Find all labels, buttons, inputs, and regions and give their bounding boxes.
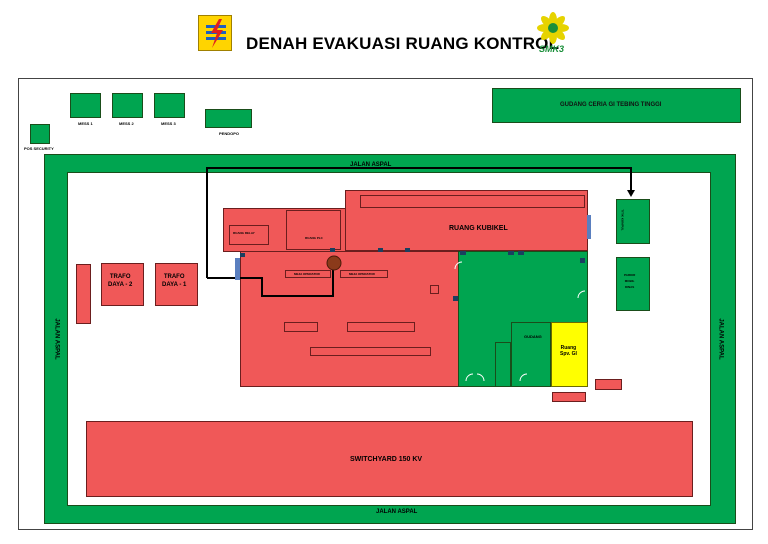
small-cabinet	[430, 285, 439, 294]
small-red-box-2	[552, 392, 586, 402]
trafo-daya-2	[101, 263, 144, 306]
switchyard	[86, 421, 693, 497]
operator-desk-1	[285, 270, 331, 278]
pos-security-label: POS SECURITY	[24, 146, 54, 151]
plc-room	[286, 210, 341, 250]
operator-desk-2	[340, 270, 388, 278]
pendopo-label: PENDOPO	[219, 131, 240, 136]
mess-3	[154, 93, 185, 118]
site-frame	[18, 78, 753, 530]
trafo-bar	[76, 264, 91, 324]
page-title: DENAH EVAKUASI RUANG KONTROL	[246, 34, 560, 53]
desk-row-2	[347, 322, 415, 332]
relay-room	[229, 225, 269, 245]
pos-security	[30, 124, 50, 144]
parkir	[616, 257, 650, 311]
ruang-kubikel-label: RUANG KUBIKEL	[449, 225, 508, 232]
ruang-spv-gi	[551, 322, 588, 387]
gudang-ceria	[492, 88, 741, 123]
pln-logo-icon	[206, 19, 226, 48]
smk3-logo-text: SMK3	[539, 44, 565, 54]
mess-2-label: MESS 2	[119, 121, 134, 126]
mess-1-label: MESS 1	[78, 121, 93, 126]
gudang-ceria-label: GUDANG CERIA GI TEBING TINGGI	[560, 102, 662, 108]
gudang-label: GUDANG	[524, 334, 542, 339]
mess-3-label: MESS 3	[161, 121, 176, 126]
green-partition-1	[511, 322, 551, 387]
trafo-daya-1	[155, 263, 198, 306]
switchyard-label: SWITCHYARD 150 KV	[350, 456, 423, 463]
road-label-top: JALAN ASPAL	[350, 162, 392, 168]
desk-row-3	[310, 347, 431, 356]
operator-desk-2-label: MEJA OPERATOR	[349, 272, 375, 276]
mess-1	[70, 93, 101, 118]
titik-kumpul	[616, 199, 650, 244]
small-red-box-1	[595, 379, 622, 390]
mess-2	[112, 93, 143, 118]
flower-icon	[537, 12, 569, 44]
operator-desk-1-label: MEJA OPERATOR	[294, 272, 320, 276]
pendopo	[205, 109, 252, 128]
panel-row-top	[360, 195, 585, 208]
road-label-bottom: JALAN ASPAL	[376, 509, 418, 515]
desk-row-1	[284, 322, 318, 332]
green-partition-2	[495, 342, 511, 387]
smk3-logo: SMK3	[530, 10, 576, 56]
pln-logo	[198, 15, 232, 51]
plc-room-label: RUANG PLC	[305, 236, 323, 240]
relay-room-label: RUANG RELAY	[233, 231, 255, 235]
